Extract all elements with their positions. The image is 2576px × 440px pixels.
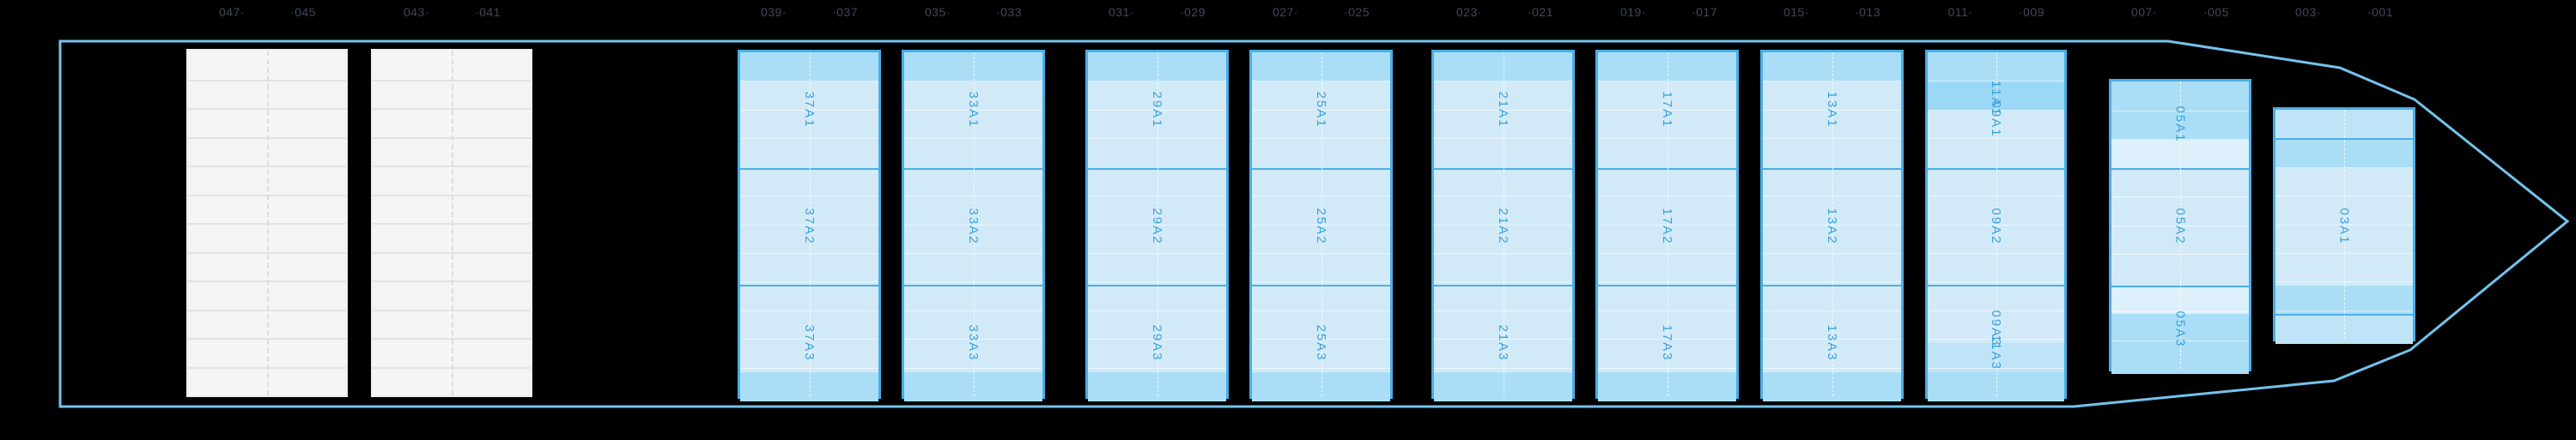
bay-section-label: 29A3 bbox=[1150, 324, 1164, 362]
bay-section-label: 13A1 bbox=[1825, 91, 1839, 129]
bay-25[interactable]: 25A1 25A2 25A3 bbox=[1249, 50, 1393, 401]
bay-37[interactable]: 37A1 37A2 37A3 bbox=[738, 50, 881, 401]
bay-section-label: 33A3 bbox=[966, 324, 981, 362]
bay-33[interactable]: 33A1 33A2 33A3 bbox=[902, 50, 1045, 401]
bay-section-label: 33A2 bbox=[966, 208, 981, 245]
bay-center-dashed-line bbox=[809, 52, 811, 396]
bay-section-label: 17A1 bbox=[1660, 91, 1674, 129]
bay-center-dashed-line bbox=[2180, 81, 2181, 369]
bay-section-label: 09A2 bbox=[1989, 208, 2003, 245]
bay-section-label: 05A3 bbox=[2172, 310, 2188, 348]
bay-number-label: ·021 bbox=[1527, 5, 1554, 19]
bay-number-label: ·009 bbox=[2018, 5, 2045, 19]
bay-03[interactable]: 03A1 bbox=[2273, 107, 2415, 344]
bay-number-label: ·029 bbox=[1179, 5, 1206, 19]
bay-center-dashed-line bbox=[1157, 52, 1158, 396]
bay-section-label: 29A2 bbox=[1150, 208, 1164, 245]
bay-number-label: ·041 bbox=[474, 5, 501, 19]
bay-center-dashed-line bbox=[1321, 52, 1322, 396]
bay-section-label: 29A1 bbox=[1150, 91, 1164, 129]
bay-05[interactable]: 05A1 05A2 05A3 bbox=[2109, 79, 2251, 374]
bay-number-label: 003· bbox=[2294, 5, 2322, 19]
bay-17[interactable]: 17A1 17A2 17A3 bbox=[1595, 50, 1739, 401]
bay-number-label: 015· bbox=[1783, 5, 1810, 19]
bay-number-label: ·045 bbox=[289, 5, 317, 19]
bay-number-label: 007· bbox=[2130, 5, 2158, 19]
bay-section-label: 25A2 bbox=[1314, 208, 1328, 245]
bay-21[interactable]: 21A1 21A2 21A3 bbox=[1431, 50, 1575, 401]
slot-center-dashed-line bbox=[452, 51, 453, 395]
bay-number-label: ·025 bbox=[1343, 5, 1370, 19]
bay-13[interactable]: 13A1 13A2 13A3 bbox=[1760, 50, 1904, 401]
bay-29[interactable]: 29A1 29A2 29A3 bbox=[1085, 50, 1229, 401]
slot-center-dashed-line bbox=[267, 51, 269, 395]
slot-grid-block-043-041[interactable] bbox=[371, 49, 532, 397]
bay-number-label: ·013 bbox=[1854, 5, 1881, 19]
bay-number-label: 023· bbox=[1455, 5, 1483, 19]
bay-number-label: ·017 bbox=[1691, 5, 1718, 19]
bay-section-label: 13A2 bbox=[1825, 208, 1839, 245]
bay-section-label: 17A2 bbox=[1660, 208, 1674, 245]
bay-section-label: 21A2 bbox=[1496, 208, 1510, 245]
bay-section-label: 05A1 bbox=[2172, 105, 2188, 143]
bay-section-label: 05A2 bbox=[2172, 208, 2188, 245]
slot-grid-block-047-045[interactable] bbox=[186, 49, 348, 397]
bay-number-label: 035· bbox=[924, 5, 951, 19]
bay-number-label: 039· bbox=[760, 5, 787, 19]
bay-number-label: 031· bbox=[1108, 5, 1135, 19]
bay-section-label: 25A3 bbox=[1314, 324, 1328, 362]
bay-section-label: 21A3 bbox=[1496, 324, 1510, 362]
bay-number-label: ·037 bbox=[831, 5, 859, 19]
bay-section-label: 37A3 bbox=[802, 324, 817, 362]
bay-section-label: 11A3 bbox=[1989, 335, 2003, 371]
bay-section-label: 13A3 bbox=[1825, 324, 1839, 362]
bay-number-label: 019· bbox=[1619, 5, 1647, 19]
bay-number-label: 011· bbox=[1947, 5, 1973, 19]
bay-section-label: 09A1 bbox=[1989, 100, 2003, 138]
bay-section-label: 11A1 bbox=[1989, 81, 2003, 117]
bay-number-label: ·033 bbox=[995, 5, 1023, 19]
bay-section-label: 25A1 bbox=[1314, 91, 1328, 129]
bay-center-dashed-line bbox=[1832, 52, 1833, 396]
bay-number-label: 027· bbox=[1272, 5, 1299, 19]
bay-number-label: 047· bbox=[218, 5, 246, 19]
bay-section-label: 37A1 bbox=[802, 91, 817, 129]
bay-center-dashed-line bbox=[1996, 52, 1997, 396]
bay-number-label: ·005 bbox=[2202, 5, 2230, 19]
bay-section-label: 37A2 bbox=[802, 208, 817, 245]
bay-section-label: 03A1 bbox=[2336, 208, 2352, 245]
bay-number-label: 043· bbox=[403, 5, 430, 19]
bay-section-label: 33A1 bbox=[966, 91, 981, 129]
bay-section-label: 09A3 bbox=[1989, 310, 2003, 347]
bay-section-label: 21A1 bbox=[1496, 91, 1510, 129]
bay-center-dashed-line bbox=[973, 52, 975, 396]
bay-center-dashed-line bbox=[2344, 110, 2345, 339]
bay-number-label: ·001 bbox=[2366, 5, 2394, 19]
bay-section-label: 17A3 bbox=[1660, 324, 1674, 362]
